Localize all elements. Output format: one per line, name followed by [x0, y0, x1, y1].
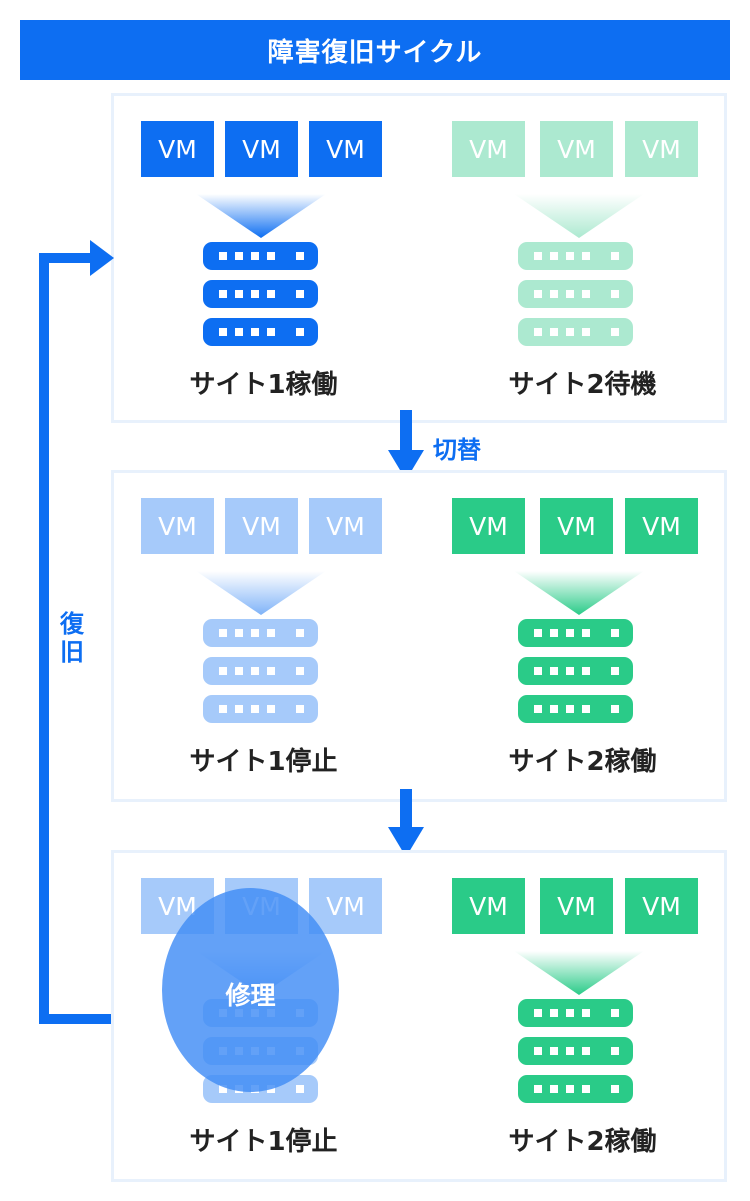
- funnel-icon: [196, 571, 326, 615]
- site-1: VM VM VM サイト1停止: [141, 473, 401, 799]
- site-label: サイト2待機: [508, 370, 657, 400]
- site-1: VM VM VM サイト1稼働: [141, 96, 401, 420]
- vm-box: VM: [452, 878, 525, 934]
- site-label: サイト2稼働: [508, 1127, 657, 1157]
- site-label: サイト2稼働: [508, 747, 657, 777]
- vm-box: VM: [452, 121, 525, 177]
- repair-overlay: 修理: [162, 888, 339, 1092]
- vm-box: VM: [225, 498, 298, 554]
- funnel-icon: [514, 194, 644, 238]
- funnel-icon: [514, 951, 644, 995]
- vm-box: VM: [309, 878, 382, 934]
- diagram-title: 障害復旧サイクル: [20, 20, 730, 80]
- recovery-label: 復旧: [60, 610, 84, 666]
- site-2: VM VM VM サイト2待機: [452, 96, 712, 420]
- site-label: サイト1停止: [189, 1127, 338, 1157]
- stage-panel-1: VM VM VM サイト1稼働 VM VM VM: [111, 93, 727, 423]
- vm-box: VM: [625, 121, 698, 177]
- funnel-icon: [514, 571, 644, 615]
- vm-box: VM: [225, 121, 298, 177]
- site-2: VM VM VM サイト2稼働: [452, 853, 712, 1179]
- vm-box: VM: [540, 498, 613, 554]
- down-arrow-icon: [388, 789, 424, 857]
- server-icon: [203, 619, 318, 723]
- recovery-arrow-icon: [39, 240, 114, 1024]
- vm-box: VM: [625, 878, 698, 934]
- server-icon: [518, 619, 633, 723]
- vm-box: VM: [309, 121, 382, 177]
- vm-box: VM: [452, 498, 525, 554]
- vm-box: VM: [540, 878, 613, 934]
- switch-label: 切替: [433, 436, 481, 464]
- switch-arrow-icon: [388, 410, 424, 480]
- vm-box: VM: [625, 498, 698, 554]
- vm-box: VM: [309, 498, 382, 554]
- funnel-icon: [196, 194, 326, 238]
- vm-box: VM: [141, 121, 214, 177]
- site-label: サイト1停止: [189, 747, 338, 777]
- server-icon: [518, 999, 633, 1103]
- stage-panel-2: VM VM VM サイト1停止 VM VM VM: [111, 470, 727, 802]
- server-icon: [518, 242, 633, 346]
- site-label: サイト1稼働: [189, 370, 338, 400]
- vm-box: VM: [540, 121, 613, 177]
- site-2: VM VM VM サイト2稼働: [452, 473, 712, 799]
- vm-box: VM: [141, 498, 214, 554]
- repair-label: 修理: [225, 981, 276, 1010]
- server-icon: [203, 242, 318, 346]
